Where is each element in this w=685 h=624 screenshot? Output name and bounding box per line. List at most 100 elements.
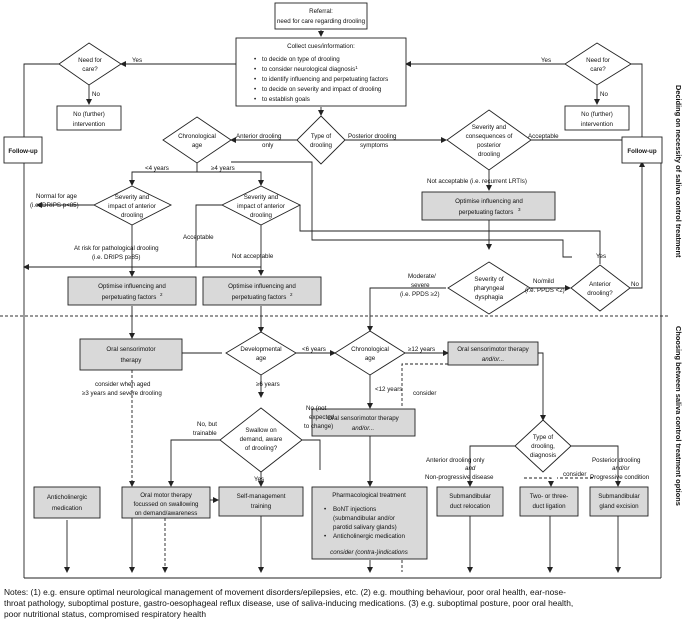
no-not-expected-label: No (not: [306, 405, 327, 412]
need-care-label: care?: [82, 66, 98, 73]
notes-block: Notes: (1) e.g. ensure optimal neurologi…: [4, 587, 682, 620]
need-care-label: Need for: [586, 57, 610, 64]
not-acceptable-label: Not acceptable: [232, 253, 274, 260]
risk-label: At risk for pathological drooling: [74, 245, 159, 252]
developmental-age-diamond: Developmental age: [225, 331, 297, 376]
developmental-label: Developmental: [240, 346, 281, 353]
need-care-label: Need for: [78, 57, 102, 64]
oral-sensorimotor-middle-box: Oral sensorimotor therapy and/or...: [311, 408, 416, 437]
ligation-label: Two- or three-: [530, 493, 569, 500]
oral-sensorimotor-right-box: Oral sensorimotor therapy and/or...: [447, 341, 539, 366]
anticholinergic-label: medication: [52, 505, 82, 512]
follow-up-label: Follow-up: [8, 148, 37, 155]
chronological-age-diamond-top: Chronological age: [162, 116, 232, 164]
collect-item-1: to decide on type of drooling: [262, 56, 340, 63]
connectors: [23, 30, 662, 579]
no-trainable-label: trainable: [193, 430, 217, 437]
developmental-label: age: [256, 355, 267, 362]
pharyngeal-dysphagia-diamond: Severity of pharyngeal dysphagia: [447, 261, 531, 315]
ligation-label: duct ligation: [532, 503, 566, 510]
pharma-bullet: (submandibular and/or: [333, 515, 395, 522]
bullet-dot: •: [254, 56, 256, 63]
severity-anterior-label: impact of anterior: [237, 203, 285, 210]
severity-anterior-label: Severity and: [244, 194, 279, 201]
type-diagnosis-label: diagnosis: [530, 452, 556, 459]
need-care-right-diamond: Need for care?: [564, 42, 632, 86]
consider-aged-label: ≥3 years and severe drooling: [82, 390, 162, 397]
optimise-label: perpetuating factors: [102, 294, 157, 301]
follow-up-left-box: Follow-up: [3, 136, 43, 164]
normal-age-label: Normal for age: [36, 193, 77, 200]
no-intervention-line: intervention: [73, 121, 106, 128]
bullet-dot: •: [254, 76, 256, 83]
footnote-sup: 2: [160, 292, 163, 297]
excision-label: Submandibular: [598, 493, 640, 500]
relocation-label: duct relocation: [450, 503, 491, 510]
yes-label-left: Yes: [132, 57, 142, 64]
notes-line: throat pathology, suboptimal posture, ga…: [4, 598, 574, 608]
side-label-deciding: Deciding on necessity of saliva control …: [674, 85, 683, 258]
collect-cues-box: Collect cues/information: • to decide on…: [235, 37, 407, 107]
submandibular-relocation-box: Submandibular duct relocation: [436, 486, 504, 517]
no-label-right: No: [600, 91, 608, 98]
ge6-label: ≥6 years: [256, 381, 280, 388]
self-management-label: Self-management: [237, 493, 286, 500]
ge12-label: ≥12 years: [408, 346, 435, 353]
referral-box: Referral: need for care regarding drooli…: [274, 2, 368, 30]
oral-sensorimotor-label: therapy: [121, 357, 143, 364]
collect-item-3: to identify influencing and perpetuating…: [262, 76, 388, 83]
no-label-left: No: [92, 91, 100, 98]
no-not-expected-label: to change): [304, 423, 333, 430]
pharma-bullet: parotid salivary glands): [333, 524, 397, 531]
type-diagnosis-label: drooling,: [531, 443, 555, 450]
optimise-middle-box: Optimise influencing and perpetuating fa…: [202, 276, 322, 306]
footnote-sup: 3: [518, 207, 521, 212]
notes-line: Notes: (1) e.g. ensure optimal neurologi…: [4, 587, 566, 597]
no-trainable-label: No, but: [197, 421, 217, 428]
pharyngeal-label: pharyngeal: [474, 285, 505, 292]
referral-line1: Referral:: [309, 8, 333, 15]
notes-line: poor nutritional status, compromised res…: [4, 609, 207, 619]
lt6-label: <6 years: [302, 346, 326, 353]
bullet-dot: •: [254, 96, 256, 103]
anticholinergic-label: Anticholinergic: [47, 494, 87, 501]
acceptable-label: Acceptable: [528, 133, 559, 140]
posterior-symptoms-label: symptoms: [360, 142, 388, 149]
no-intervention-line: No (further): [581, 111, 613, 118]
yes-label-right: Yes: [541, 57, 551, 64]
risk-label: (i.e. DRIPS p≥85): [92, 254, 140, 261]
moderate-label: Moderate/: [408, 273, 436, 280]
anterior-drooling-diamond: Anterior drooling?: [570, 264, 631, 312]
collect-item-4: to decide on severity and impact of droo…: [262, 86, 382, 93]
anterior-q-label: drooling?: [587, 290, 613, 297]
pharyngeal-label: dysphagia: [475, 294, 504, 301]
severity-posterior-diamond: Severity and consequences of posterior d…: [446, 109, 532, 171]
follow-up-right-box: Follow-up: [621, 136, 663, 164]
acceptable-label: Acceptable: [183, 234, 214, 241]
pharmacological-box: Pharmacological treatment • BoNT injecti…: [311, 486, 428, 560]
oral-motor-label: focussed on swallowing: [133, 501, 199, 508]
swallow-demand-diamond: Swallow on demand, aware of drooling?: [219, 407, 303, 473]
side-label-choosing: Choosing between saliva control treatmen…: [674, 326, 683, 506]
severity-posterior-label: consequences of: [466, 133, 513, 140]
anticholinergic-box: Anticholinergic medication: [33, 486, 101, 519]
chrono-age-label: Chronological: [351, 346, 389, 353]
posterior-prog-label: and/or: [612, 465, 630, 472]
yes-label: Yes: [254, 476, 264, 483]
chrono-age-label: age: [365, 355, 376, 362]
anterior-nonprog-label: Non-progressive disease: [425, 474, 494, 481]
optimise-label: Optimise influencing and: [455, 198, 523, 205]
gland-excision-box: Submandibular gland excision: [589, 486, 649, 517]
consider-aged-label: consider when aged: [95, 381, 151, 388]
need-care-left-diamond: Need for care?: [58, 42, 122, 86]
severity-anterior-label: Severity and: [115, 194, 150, 201]
no-intervention-right-box: No (further) intervention: [564, 105, 630, 131]
normal-age-label: (i.e. DRIPS p<85): [30, 202, 79, 209]
bullet-dot: •: [254, 66, 256, 73]
pharyngeal-label: Severity of: [474, 276, 504, 283]
severity-anterior-right-diamond: Severity and impact of anterior drooling: [220, 185, 302, 226]
anterior-only-label: Anterior drooling: [236, 133, 282, 140]
self-management-label: training: [251, 503, 272, 510]
type-diagnosis-diamond: Type of drooling, diagnosis: [514, 419, 572, 473]
